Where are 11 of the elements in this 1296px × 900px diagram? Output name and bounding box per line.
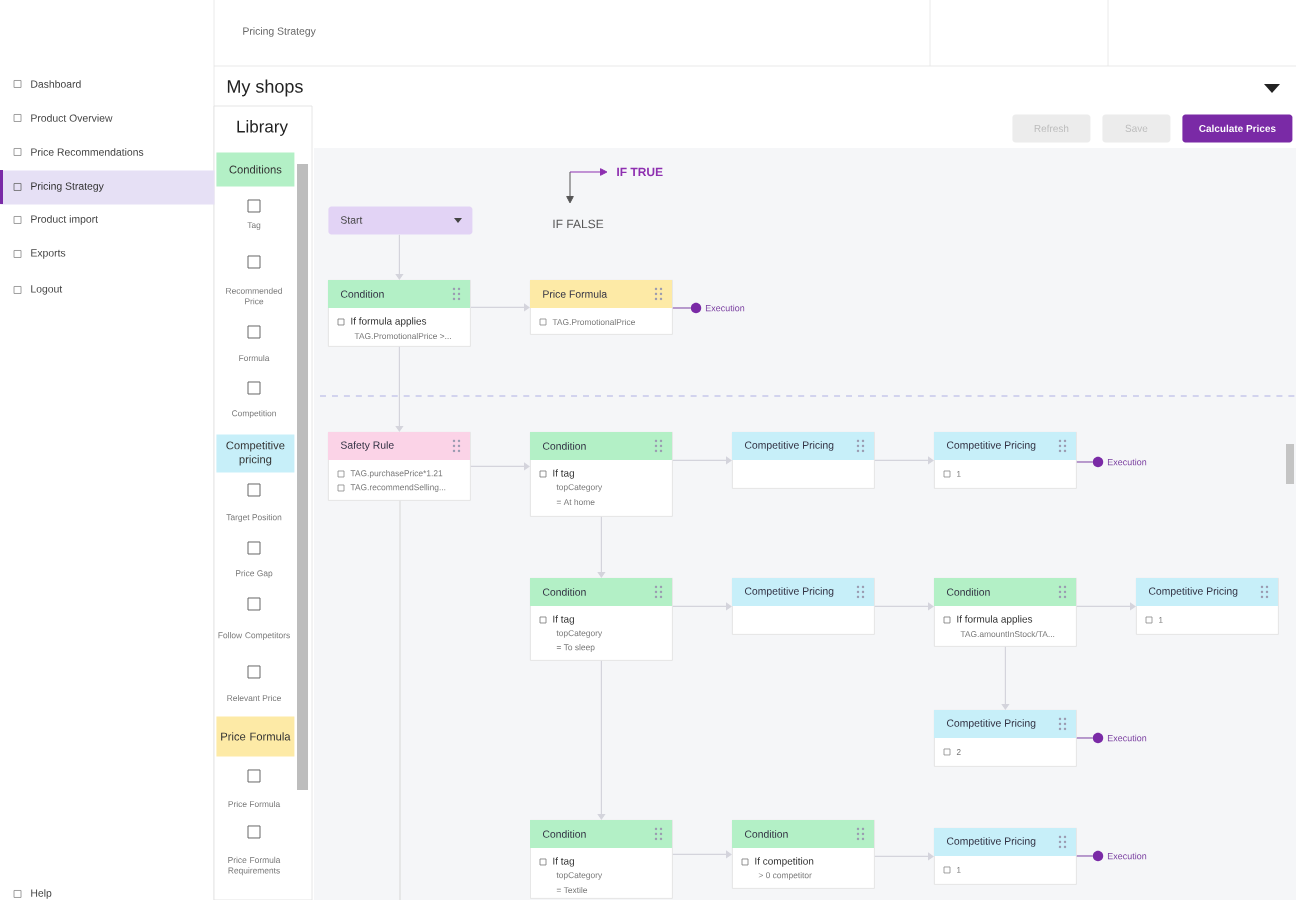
connector-arrow — [597, 516, 606, 578]
connector-line — [1076, 461, 1094, 463]
label: Library — [237, 120, 288, 136]
connector-arrow — [395, 234, 404, 280]
connector-arrow — [395, 346, 404, 432]
connector-arrow — [1001, 646, 1010, 710]
connector-line — [1076, 737, 1094, 739]
connector-line — [1076, 855, 1094, 857]
connector-line — [672, 307, 692, 309]
connector-arrow — [597, 660, 606, 820]
label: My shops — [227, 79, 303, 97]
